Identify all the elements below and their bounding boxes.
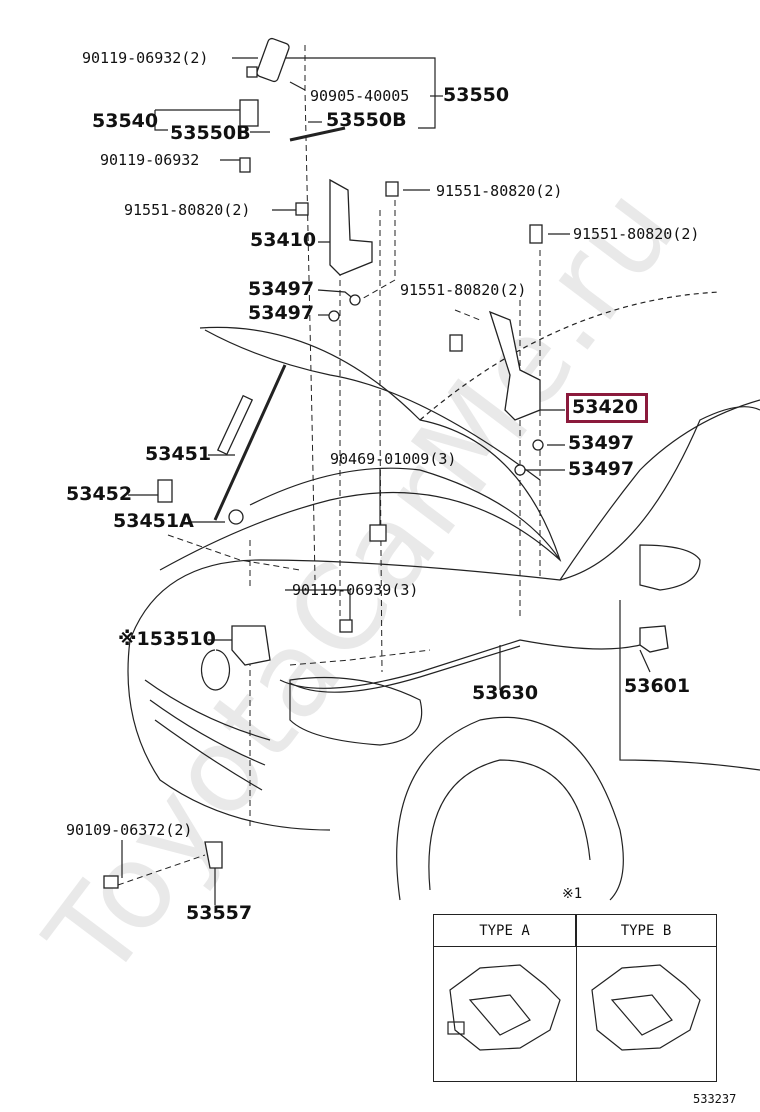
clip-bolt <box>246 66 258 78</box>
front-bumper <box>127 639 331 831</box>
bolt-90119 <box>239 157 251 173</box>
wheel <box>428 759 591 891</box>
part-label-53550: 53550 <box>443 84 510 106</box>
release-cable-2 <box>289 645 521 693</box>
bolt-hinge-top <box>385 181 399 197</box>
part-label-90109-06372: 90109-06372(2) <box>66 821 193 839</box>
part-label-53451a: 53451A <box>113 510 194 532</box>
part-label-91551-80820-mid: 91551-80820(2) <box>400 281 527 299</box>
headlight-round <box>200 649 231 691</box>
support-rod-53451 <box>213 364 287 521</box>
part-label-91551-80820-right: 91551-80820(2) <box>573 225 700 243</box>
bolt-90109 <box>103 875 119 889</box>
part-label-53452: 53452 <box>66 483 133 505</box>
type-comparison-box: TYPE A TYPE B <box>433 914 717 1082</box>
part-label-53630: 53630 <box>472 682 539 704</box>
part-label-90905-40005: 90905-40005 <box>310 87 410 105</box>
latch-type-b <box>591 964 701 1051</box>
part-label-53497-d: 53497 <box>568 458 635 480</box>
part-label-53497-a: 53497 <box>248 278 315 300</box>
note-mark: ※1 <box>562 886 583 902</box>
highlight-frame <box>566 393 648 423</box>
type-a-header: TYPE A <box>434 915 576 947</box>
part-label-90119-06932: 90119-06932 <box>100 151 200 169</box>
hood-lock-upper <box>256 37 290 83</box>
side-body <box>619 600 760 771</box>
release-lever-53601 <box>639 625 669 653</box>
hinge-53420 <box>488 310 541 421</box>
bumper-grille <box>144 679 271 791</box>
part-label-53451: 53451 <box>145 443 212 465</box>
part-label-53497-b: 53497 <box>248 302 315 324</box>
washer-53497-d <box>514 464 526 476</box>
a-pillar <box>559 399 760 581</box>
support-rod-cylinder <box>216 394 254 456</box>
bolt-90119-06939 <box>339 619 353 633</box>
hood-under <box>249 467 561 561</box>
part-label-53497-c: 53497 <box>568 432 635 454</box>
part-label-90119-06932-2: 90119-06932(2) <box>82 49 209 67</box>
hinge-53410 <box>329 178 373 276</box>
bolt-hinge-left <box>295 202 309 216</box>
washer-53497-a <box>349 294 361 306</box>
side-mirror <box>639 544 701 591</box>
part-label-91551-80820-left: 91551-80820(2) <box>124 201 251 219</box>
part-label-53601: 53601 <box>624 675 691 697</box>
washer-53497-b <box>328 310 340 322</box>
release-cable <box>279 639 641 689</box>
part-label-91551-80820-top: 91551-80820(2) <box>436 182 563 200</box>
part-label-53550b-right: 53550B <box>326 109 407 131</box>
part-label-53557: 53557 <box>186 902 253 924</box>
type-divider <box>576 915 577 1081</box>
fender-outline <box>129 406 760 641</box>
part-label-53550b-left: 53550B <box>170 122 251 144</box>
clip-53452 <box>157 479 173 503</box>
part-label-53410: 53410 <box>250 229 317 251</box>
part-label-53510: ※153510 <box>118 628 216 650</box>
wheel-arch <box>396 716 624 901</box>
bracket-53557 <box>204 841 223 869</box>
bolt-hinge-right-top <box>529 224 543 244</box>
hood-lock-53510 <box>231 625 271 666</box>
hood-hinge-line <box>419 291 721 421</box>
bolt-hinge-right-left <box>449 334 463 352</box>
grommet-53451a <box>228 509 244 525</box>
cushion-90469 <box>369 524 387 542</box>
diagram-code: 533237 <box>693 1092 737 1106</box>
part-label-90119-06939: 90119-06939(3) <box>292 581 419 599</box>
part-label-90469-01009: 90469-01009(3) <box>330 450 457 468</box>
washer-53497-c <box>532 439 544 451</box>
latch-type-a <box>449 964 561 1051</box>
headlight <box>289 676 423 746</box>
rod-53550b <box>289 126 346 142</box>
type-b-header: TYPE B <box>576 915 716 947</box>
hood-front-edge <box>204 329 541 481</box>
part-label-53540: 53540 <box>92 110 159 132</box>
lever-bracket <box>239 99 259 127</box>
part-label-53420[interactable]: 53420 <box>572 396 639 418</box>
